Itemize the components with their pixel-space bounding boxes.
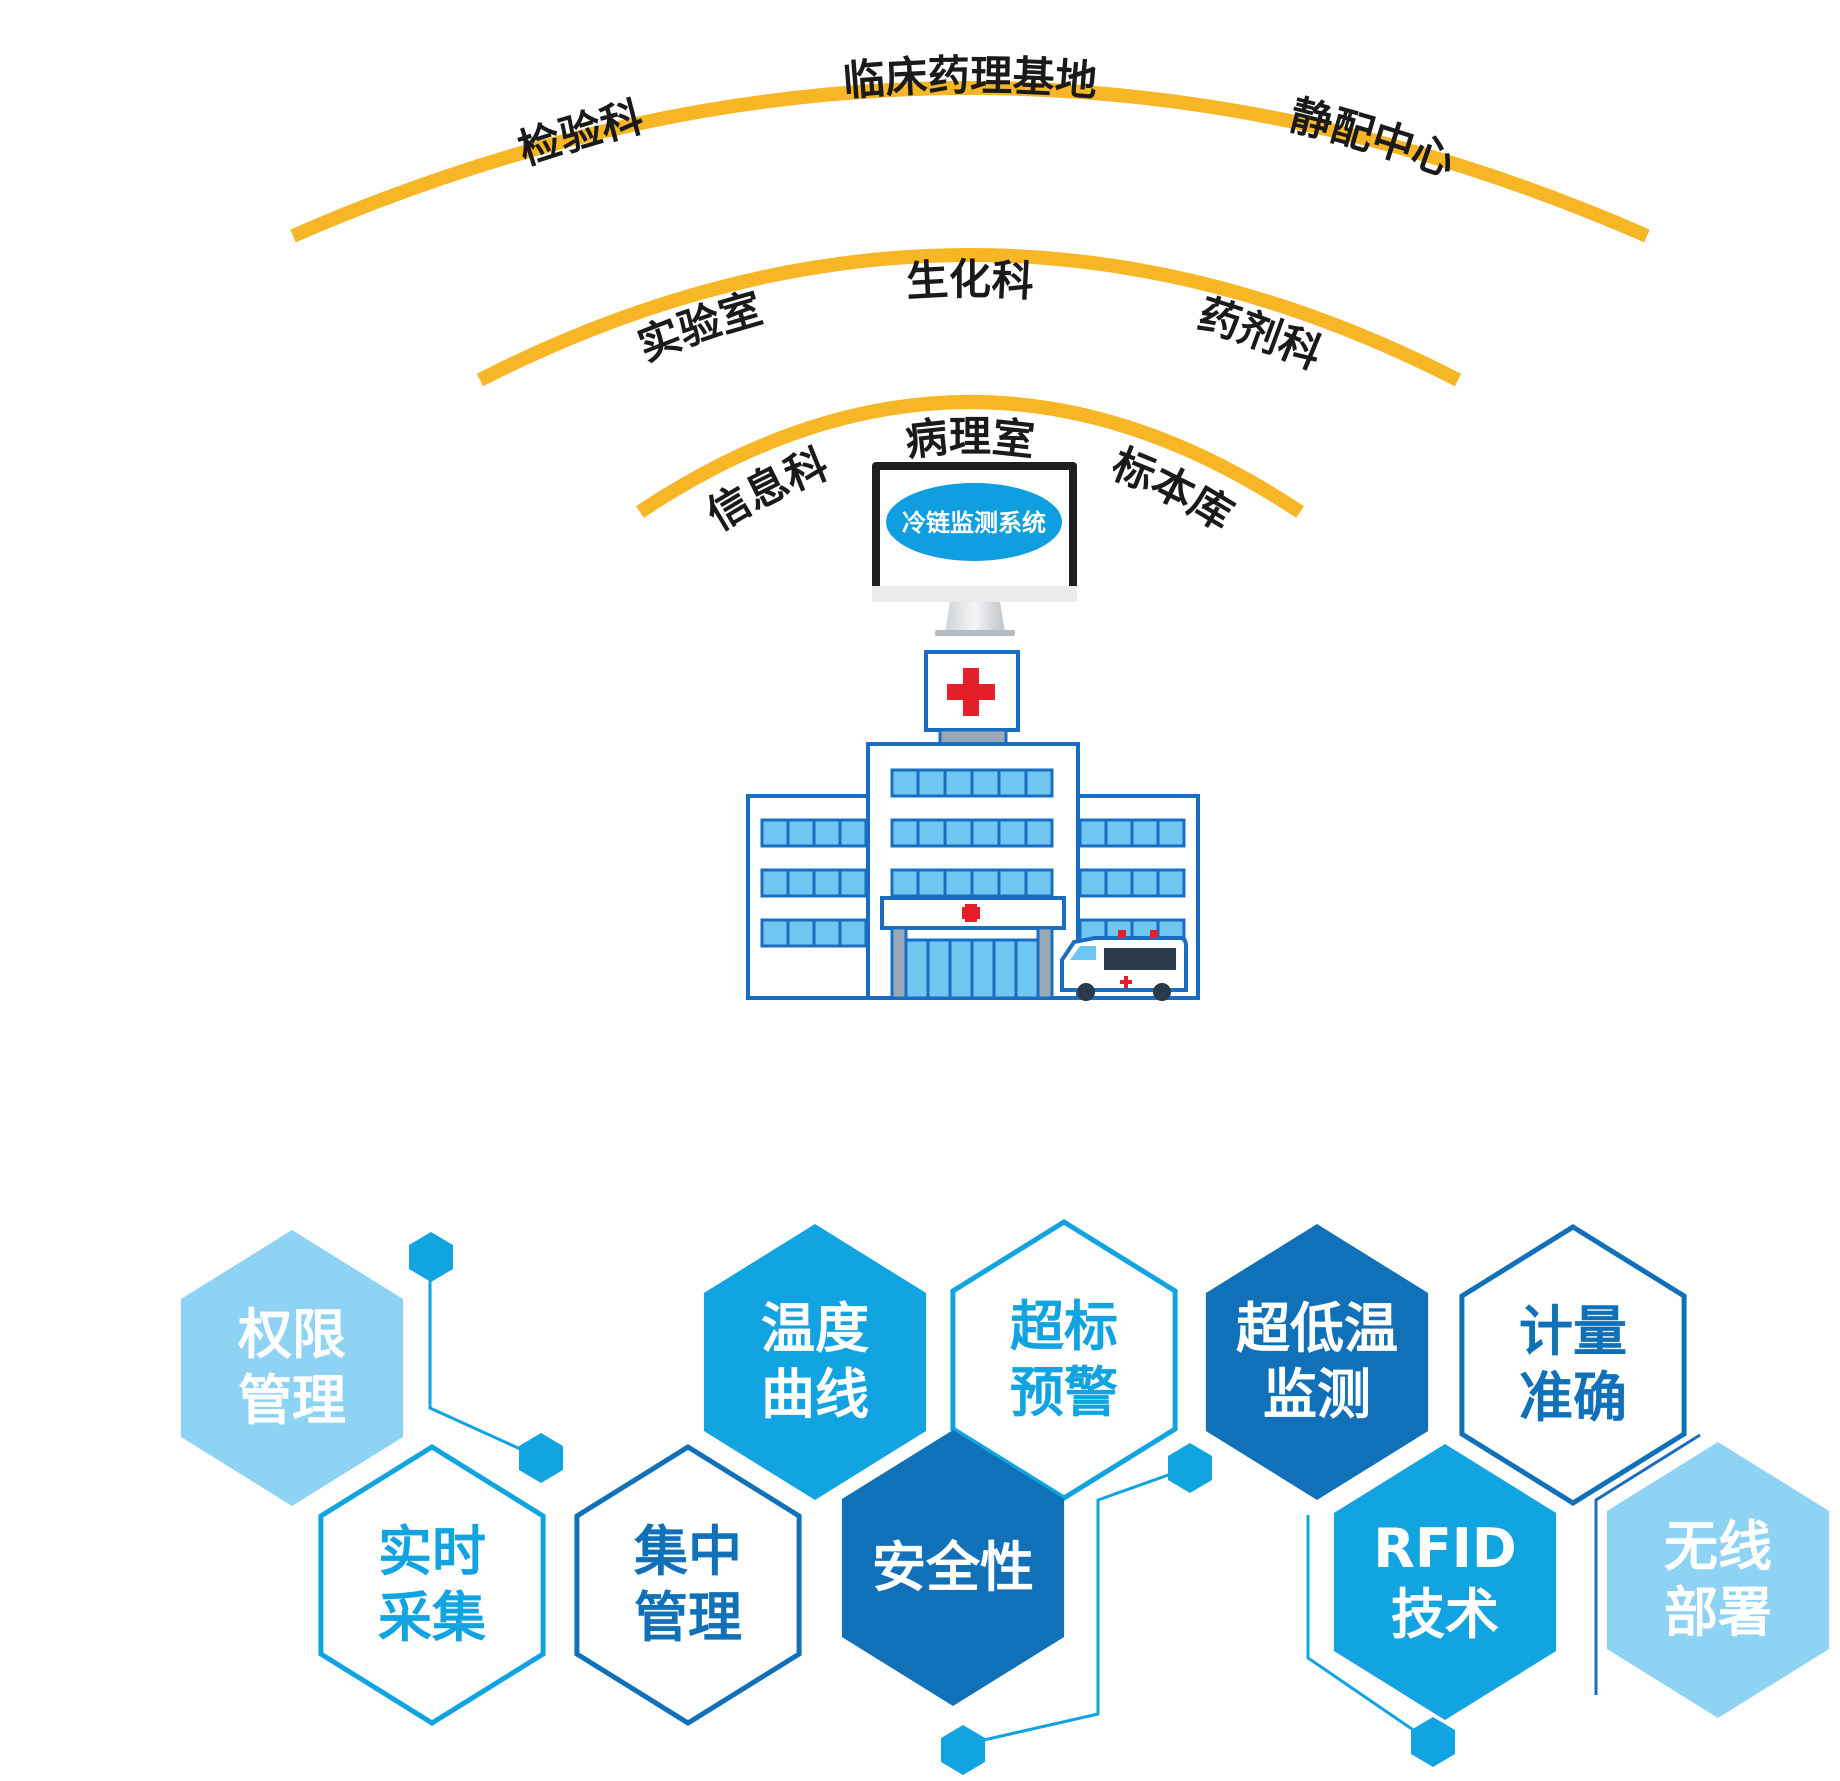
svg-text:病理室: 病理室 xyxy=(903,412,1037,465)
label-specimen-bank: 标本库 xyxy=(1105,439,1241,540)
monitor-title: 冷链监测系统 xyxy=(902,509,1046,537)
hex-label-wireless-2: 部署 xyxy=(1664,1581,1772,1644)
hex-label-temp-curve-2: 曲线 xyxy=(761,1363,869,1426)
hex-label-rfid-1: RFID xyxy=(1373,1517,1516,1580)
hex-shape-temp-curve xyxy=(703,1224,927,1500)
small-hex-2 xyxy=(519,1433,563,1483)
hex-label-realtime-2: 采集 xyxy=(378,1586,486,1649)
connector-lines xyxy=(428,1280,1701,1747)
label-clinical-pharmacology: 临床药理基地 xyxy=(841,51,1099,106)
hex-label-realtime-1: 实时 xyxy=(378,1520,486,1583)
hex-label-ultra-low-2: 监测 xyxy=(1263,1363,1371,1426)
hex-label-metering-2: 准确 xyxy=(1519,1366,1627,1429)
hospital-icon xyxy=(746,650,1200,1001)
hex-label-temp-curve-1: 温度 xyxy=(761,1297,869,1360)
label-pathology: 病理室 xyxy=(903,412,1037,465)
small-hex-1 xyxy=(409,1232,453,1282)
outer-arc xyxy=(290,81,1650,243)
inner-arc xyxy=(636,395,1304,518)
small-hex-5 xyxy=(1411,1717,1455,1767)
hex-shape-over-limit xyxy=(950,1219,1178,1501)
hex-label-wireless-1: 无线 xyxy=(1664,1515,1772,1578)
svg-text:静配中心: 静配中心 xyxy=(1285,90,1461,186)
hex-label-permission-2: 管理 xyxy=(238,1369,346,1432)
hex-shape-metering xyxy=(1459,1224,1687,1506)
monitor-icon: 冷链监测系统 xyxy=(872,462,1077,636)
svg-text:临床药理基地: 临床药理基地 xyxy=(841,51,1099,106)
label-information: 信息科 xyxy=(698,439,834,540)
label-pivas: 静配中心 xyxy=(1285,90,1461,186)
decorative-hexes xyxy=(409,1232,1455,1775)
hex-label-rfid-2: 技术 xyxy=(1391,1583,1499,1646)
hex-shape-central xyxy=(574,1444,802,1726)
hex-label-ultra-low-1: 超低温 xyxy=(1236,1297,1398,1360)
svg-text:检验科: 检验科 xyxy=(513,92,648,175)
hex-label-security-1: 安全性 xyxy=(872,1536,1034,1599)
small-hex-4 xyxy=(941,1725,985,1775)
label-lab-department: 检验科 xyxy=(513,92,648,175)
signal-arcs xyxy=(290,81,1650,518)
hex-label-over-limit-2: 预警 xyxy=(1010,1361,1118,1424)
ambulance-icon xyxy=(1060,930,1188,1001)
hex-shape-security xyxy=(841,1430,1065,1706)
hex-shape-permission xyxy=(180,1230,404,1506)
hex-shape-wireless xyxy=(1606,1442,1830,1718)
label-biochemistry: 生化科 xyxy=(905,255,1035,306)
hex-label-metering-1: 计量 xyxy=(1519,1300,1627,1363)
hex-label-central-1: 集中 xyxy=(633,1520,742,1583)
hex-label-central-2: 管理 xyxy=(634,1586,742,1649)
middle-arc xyxy=(476,248,1462,387)
hex-security: 安全性 xyxy=(841,1430,1065,1706)
hex-label-over-limit-1: 超标 xyxy=(1010,1295,1118,1358)
svg-text:信息科: 信息科 xyxy=(698,439,834,540)
svg-text:标本库: 标本库 xyxy=(1105,439,1241,540)
small-hex-3 xyxy=(1168,1443,1212,1493)
hex-shape-realtime xyxy=(318,1444,546,1726)
hex-shape-ultra-low xyxy=(1205,1224,1429,1500)
svg-text:生化科: 生化科 xyxy=(905,255,1035,306)
hex-shape-rfid xyxy=(1333,1444,1557,1720)
hex-label-permission-1: 权限 xyxy=(237,1303,346,1366)
